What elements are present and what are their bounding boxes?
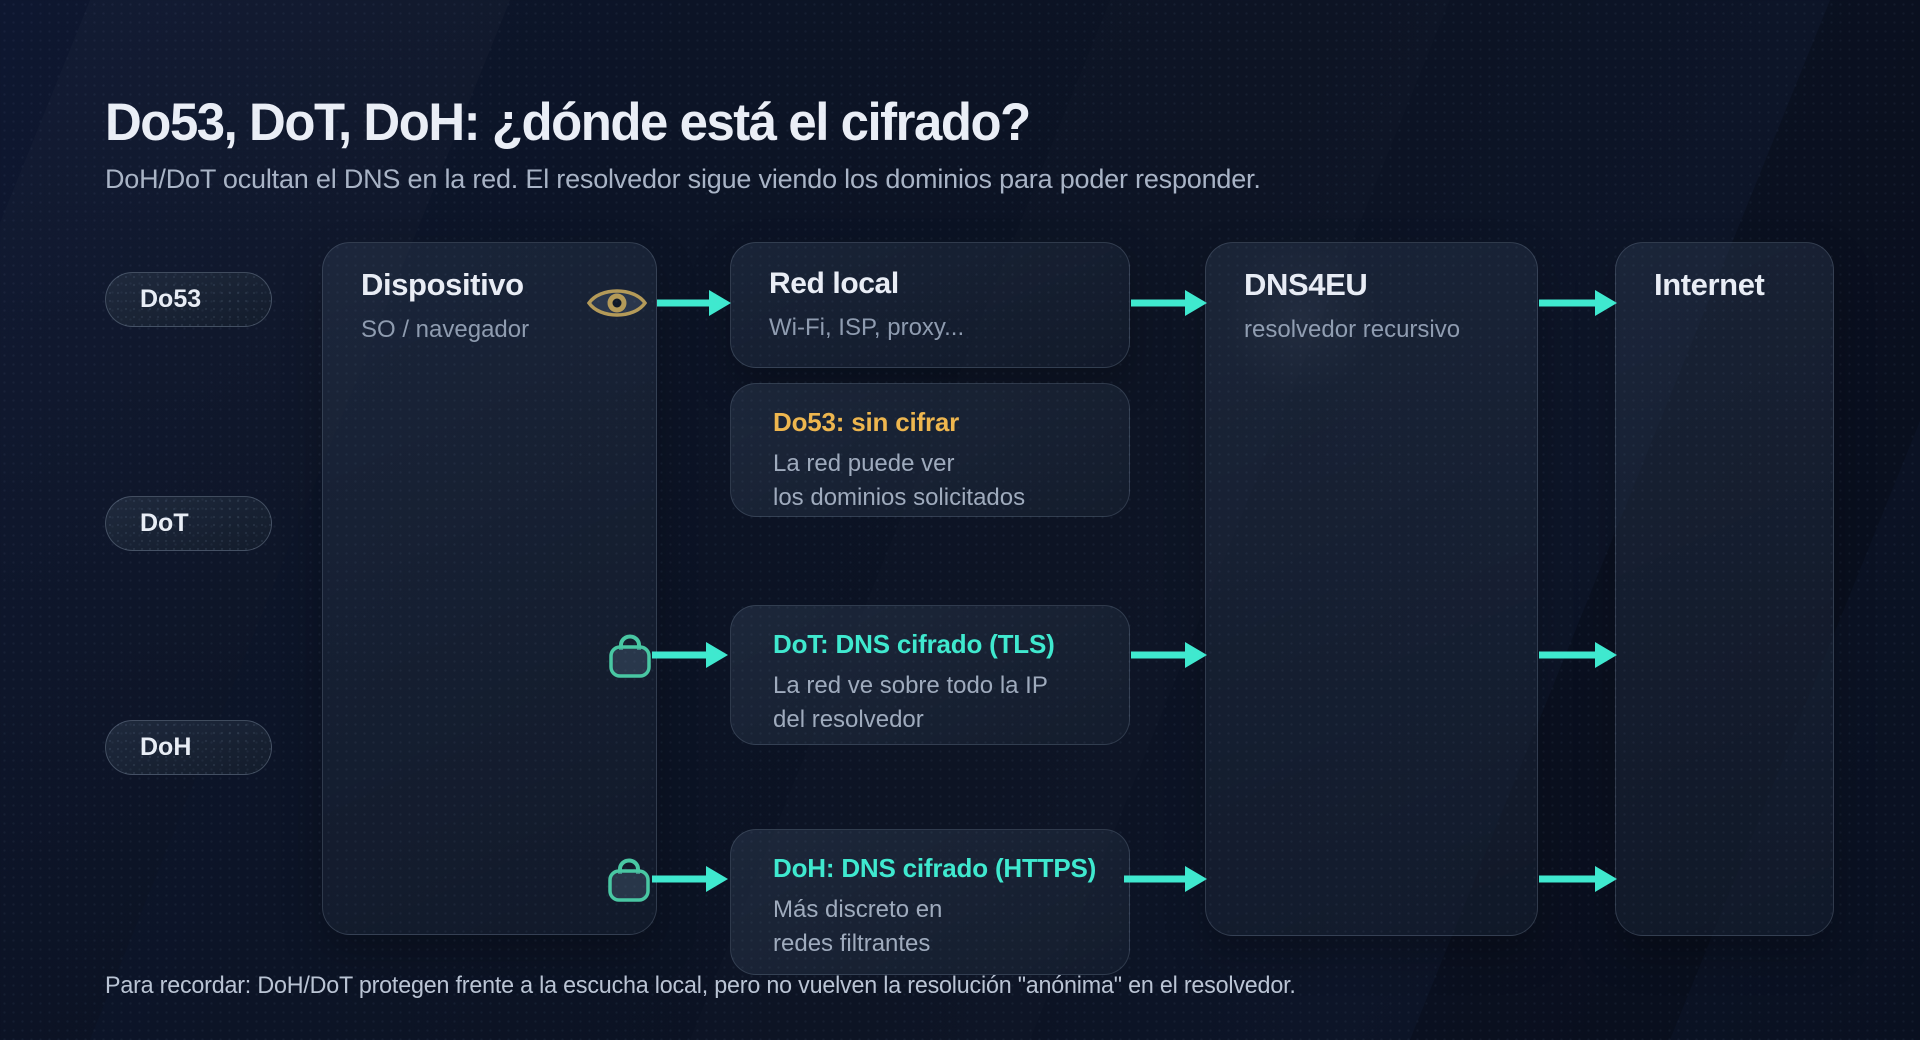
note-dot-line2: del resolvedor bbox=[773, 706, 924, 733]
flow-arrow-resolver-to-internet bbox=[1539, 866, 1617, 892]
pill-doh: DoH bbox=[105, 720, 272, 775]
flow-arrow-resolver-to-internet bbox=[1539, 642, 1617, 668]
note-doh-line2: redes filtrantes bbox=[773, 930, 931, 957]
note-do53: Do53: sin cifrar La red puede ver los do… bbox=[730, 383, 1130, 517]
note-dot-line1: La red ve sobre todo la IP bbox=[773, 672, 1048, 699]
page-title: Do53, DoT, DoH: ¿dónde está el cifrado? bbox=[105, 93, 1031, 152]
node-internet-title: Internet bbox=[1654, 267, 1765, 302]
flow-arrow-device-to-dot bbox=[652, 642, 728, 668]
node-resolver: DNS4EU resolvedor recursivo bbox=[1205, 242, 1538, 936]
node-local-network-subtitle: Wi-Fi, ISP, proxy... bbox=[769, 314, 965, 341]
note-doh-title: DoH: DNS cifrado (HTTPS) bbox=[773, 853, 1097, 883]
flow-arrow-resolver-to-internet bbox=[1539, 290, 1617, 316]
note-dot: DoT: DNS cifrado (TLS) La red ve sobre t… bbox=[730, 605, 1130, 745]
node-resolver-subtitle: resolvedor recursivo bbox=[1244, 316, 1461, 343]
flow-arrow-device-to-doh bbox=[652, 866, 728, 892]
node-internet: Internet bbox=[1615, 242, 1834, 936]
pill-do53: Do53 bbox=[105, 272, 272, 327]
flow-arrow-dot-to-resolver bbox=[1131, 642, 1207, 668]
flow-arrow-network-to-resolver bbox=[1131, 290, 1207, 316]
node-resolver-title: DNS4EU bbox=[1244, 267, 1368, 302]
note-dot-title: DoT: DNS cifrado (TLS) bbox=[773, 629, 1055, 659]
note-doh: DoH: DNS cifrado (HTTPS) Más discreto en… bbox=[730, 829, 1130, 975]
node-device: Dispositivo SO / navegador bbox=[322, 242, 657, 935]
note-do53-line2: los dominios solicitados bbox=[773, 484, 1026, 511]
node-device-subtitle: SO / navegador bbox=[361, 316, 530, 343]
lock-icon bbox=[606, 855, 652, 908]
note-do53-line1: La red puede ver bbox=[773, 450, 955, 477]
note-doh-line1: Más discreto en bbox=[773, 896, 943, 923]
note-do53-title: Do53: sin cifrar bbox=[773, 407, 960, 437]
pill-dot: DoT bbox=[105, 496, 272, 551]
node-local-network: Red local Wi-Fi, ISP, proxy... bbox=[730, 242, 1130, 368]
flow-arrow-doh-to-resolver bbox=[1124, 866, 1207, 892]
footer-note: Para recordar: DoH/DoT protegen frente a… bbox=[105, 972, 1296, 999]
node-device-title: Dispositivo bbox=[361, 267, 524, 302]
lock-icon bbox=[607, 631, 653, 684]
flow-arrow-device-to-network bbox=[657, 290, 731, 316]
eye-icon bbox=[586, 283, 648, 328]
node-local-network-title: Red local bbox=[769, 267, 899, 300]
page-subtitle: DoH/DoT ocultan el DNS en la red. El res… bbox=[105, 164, 1261, 194]
